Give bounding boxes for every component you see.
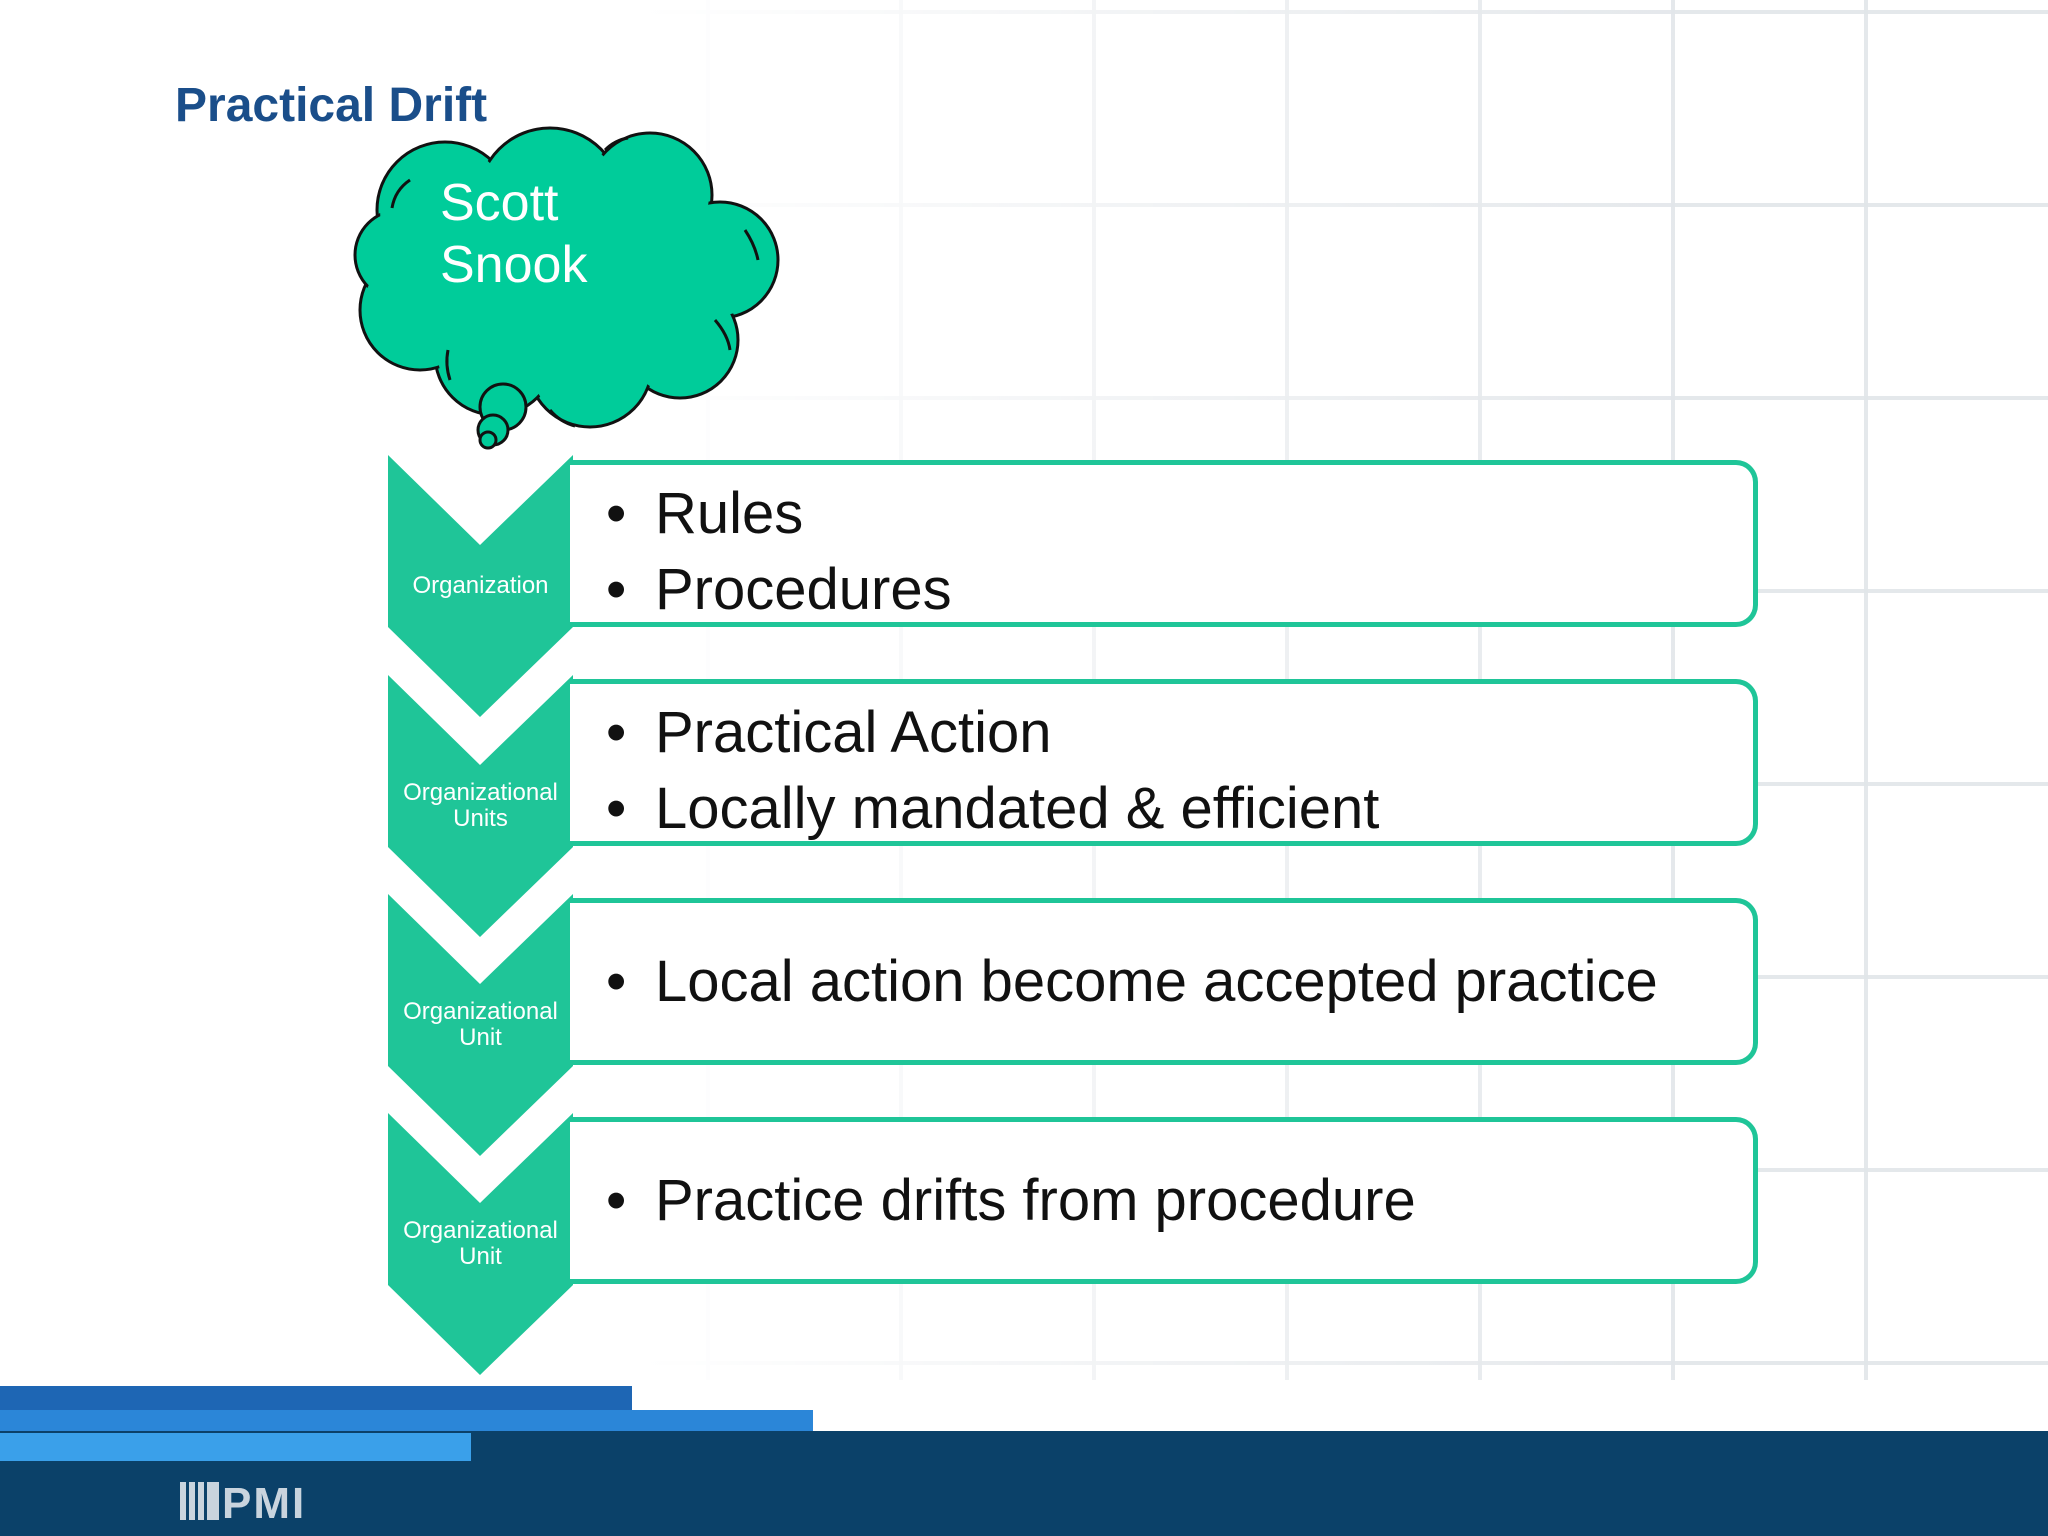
bullet-dot: • [606,949,627,1014]
cloud-shape [353,126,780,450]
bullet-dot: • [606,700,627,765]
bullet-dot: • [606,481,627,546]
thought-cloud [350,110,810,460]
bullet-item: •Procedures [570,552,1753,628]
bullet-item: •Locally mandated & efficient [570,771,1753,847]
bullet-item: •Local action become accepted practice [570,944,1753,1020]
step-box-3: •Local action become accepted practice [570,898,1758,1065]
cloud-text: Scott Snook [440,172,587,296]
slide-title: Practical Drift [175,79,488,132]
chevron-step-2: Organizational Units [388,675,573,937]
footer-stripe-light-blue [0,1433,471,1461]
footer-stripe-mid-blue [0,1410,813,1435]
chevron-label: Organizational Unit [403,998,558,1051]
bullet-dot: • [606,557,627,622]
pmi-logo: PMI [180,1478,330,1528]
step-box-4: •Practice drifts from procedure [570,1117,1758,1284]
chevron-label: Organizational Unit [403,1217,558,1270]
pmi-logo-text: PMI [222,1479,306,1524]
chevron-label: Organization [412,572,549,599]
chevron-step-4: Organizational Unit [388,1113,573,1375]
bullet-item: •Practical Action [570,695,1753,771]
pmi-logo-icon: PMI [180,1479,306,1528]
bullet-dot: • [606,776,627,841]
cloud-line-2: Snook [440,236,588,294]
chevron-label: Organizational Units [403,779,558,832]
step-box-1: •Rules •Procedures [570,460,1758,627]
chevron-step-1: Organization [388,455,573,717]
step-box-2: •Practical Action •Locally mandated & ef… [570,679,1758,846]
cloud-line-1: Scott [440,174,559,232]
chevron-step-3: Organizational Unit [388,894,573,1156]
bullet-item: •Rules [570,476,1753,552]
bullet-dot: • [606,1168,627,1233]
footer-stripe-dark-blue [0,1386,632,1413]
bullet-item: •Practice drifts from procedure [570,1163,1753,1239]
